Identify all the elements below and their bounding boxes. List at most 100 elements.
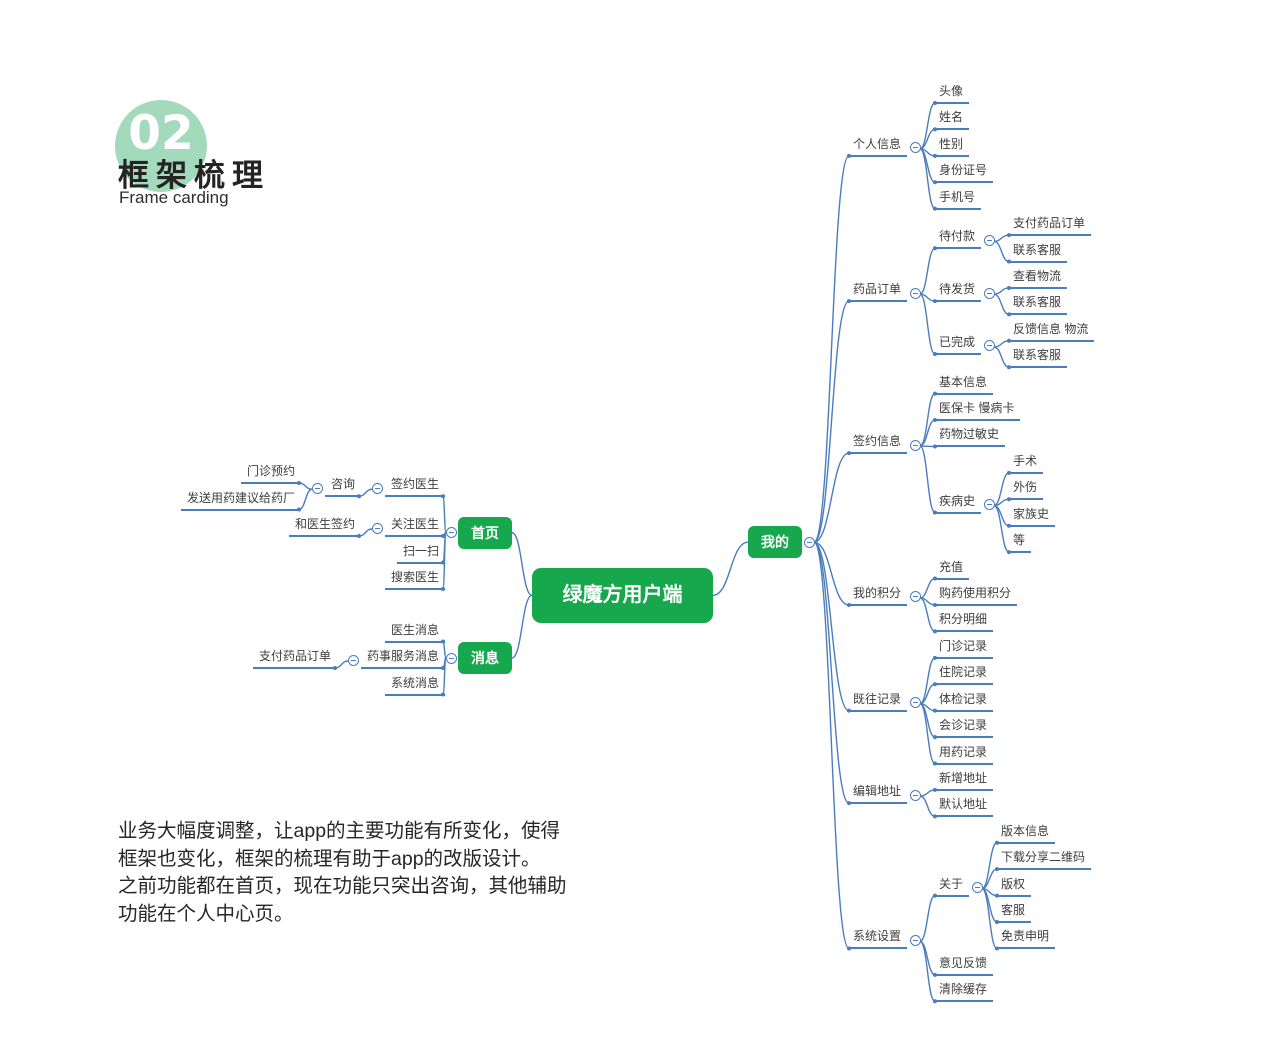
branch-curve [919, 894, 936, 943]
collapse-icon[interactable] [803, 536, 815, 548]
branch-topic[interactable]: 联系客服 [1007, 243, 1068, 263]
branch-topic[interactable]: 下载分享二维码 [995, 850, 1092, 871]
collapse-icon[interactable] [909, 934, 921, 946]
branch-topic[interactable]: 支付药品订单 [1007, 216, 1092, 237]
note-paragraph-2: 之前功能都在首页，现在功能只突出咨询，其他辅助功能在个人中心页。 [118, 875, 567, 925]
branch-topic[interactable]: 清除缓存 [933, 982, 994, 1003]
branch-topic[interactable]: 反馈信息 物流 [1007, 322, 1095, 342]
branch-topic[interactable]: 充值 [933, 560, 970, 580]
branch-topic[interactable]: 意见反馈 [933, 956, 994, 976]
branch-topic[interactable]: 版本信息 [995, 824, 1056, 844]
branch-topic[interactable]: 和医生签约 [289, 517, 362, 537]
branch-curve [813, 155, 850, 543]
root-topic[interactable]: 绿魔方用户端 [532, 567, 713, 623]
branch-topic[interactable]: 联系客服 [1007, 348, 1068, 369]
collapse-icon[interactable] [347, 654, 359, 666]
branch-topic[interactable]: 查看物流 [1007, 269, 1068, 289]
branch-topic[interactable]: 支付药品订单 [253, 649, 338, 669]
branch-topic[interactable]: 家族史 [1007, 507, 1056, 527]
collapse-icon[interactable] [909, 789, 921, 801]
branch-topic[interactable]: 药事服务消息 [361, 649, 446, 669]
note-text: 业务大幅度调整，让app的主要功能有所变化，使得框架也变化，框架的梳理有助于ap… [118, 818, 570, 928]
branch-topic[interactable]: 系统消息 [385, 676, 446, 696]
collapse-icon[interactable] [445, 652, 457, 664]
branch-curve [919, 148, 936, 210]
collapse-icon[interactable] [983, 287, 995, 299]
branch-topic[interactable]: 版权 [995, 877, 1032, 897]
branch-topic[interactable]: 会诊记录 [933, 718, 994, 739]
branch-topic[interactable]: 药品订单 [847, 282, 908, 303]
branch-curve [919, 702, 936, 765]
branch-topic[interactable]: 我的积分 [847, 586, 908, 606]
branch-topic[interactable]: 系统设置 [847, 929, 908, 950]
branch-topic[interactable]: 购药使用积分 [933, 586, 1018, 606]
branch-topic[interactable]: 个人信息 [847, 137, 908, 157]
collapse-icon[interactable] [311, 482, 323, 494]
branch-topic[interactable]: 头像 [933, 84, 970, 104]
collapse-icon[interactable] [445, 527, 457, 539]
primary-topic[interactable]: 首页 [458, 516, 512, 549]
branch-topic[interactable]: 门诊记录 [933, 639, 994, 659]
primary-topic[interactable]: 我的 [748, 526, 802, 559]
primary-topic[interactable]: 消息 [458, 642, 512, 674]
branch-topic[interactable]: 基本信息 [933, 375, 994, 395]
collapse-icon[interactable] [983, 234, 995, 246]
collapse-icon[interactable] [909, 697, 921, 709]
collapse-icon[interactable] [971, 882, 983, 894]
branch-topic[interactable]: 姓名 [933, 110, 970, 131]
collapse-icon[interactable] [983, 340, 995, 352]
collapse-icon[interactable] [909, 287, 921, 299]
branch-topic[interactable]: 性别 [933, 137, 970, 157]
branch-curve [919, 940, 936, 1002]
branch-curve [919, 247, 936, 295]
branch-topic[interactable]: 搜索医生 [385, 570, 446, 590]
branch-topic[interactable]: 住院记录 [933, 665, 994, 686]
branch-topic[interactable]: 签约医生 [385, 477, 446, 498]
collapse-icon[interactable] [371, 522, 383, 534]
branch-topic[interactable]: 积分明细 [933, 612, 994, 633]
branch-topic[interactable]: 新增地址 [933, 771, 994, 791]
branch-curve [981, 887, 998, 950]
page-subtitle: Frame carding [119, 188, 229, 207]
branch-topic[interactable]: 体检记录 [933, 692, 994, 712]
collapse-icon[interactable] [909, 591, 921, 603]
section-number-circle [115, 100, 207, 192]
branch-topic[interactable]: 联系客服 [1007, 295, 1068, 316]
collapse-icon[interactable] [909, 439, 921, 451]
branch-topic[interactable]: 医保卡 慢病卡 [933, 401, 1021, 422]
branch-topic[interactable]: 签约信息 [847, 434, 908, 455]
branch-topic[interactable]: 疾病史 [933, 494, 982, 514]
branch-topic[interactable]: 扫一扫 [397, 544, 446, 564]
branch-topic[interactable]: 手机号 [933, 190, 982, 210]
branch-curve [813, 541, 850, 804]
collapse-icon[interactable] [371, 482, 383, 494]
branch-topic[interactable]: 免责申明 [995, 929, 1056, 950]
branch-topic[interactable]: 等 [1007, 533, 1032, 554]
branch-topic[interactable]: 关注医生 [385, 517, 446, 537]
branch-curve [981, 842, 998, 890]
branch-curve [919, 102, 936, 150]
branch-topic[interactable]: 已完成 [933, 335, 982, 355]
branch-curve [813, 541, 850, 606]
branch-topic[interactable]: 客服 [995, 903, 1032, 924]
branch-topic[interactable]: 身份证号 [933, 163, 994, 184]
branch-topic[interactable]: 用药记录 [933, 745, 994, 765]
branch-topic[interactable]: 待付款 [933, 229, 982, 250]
branch-topic[interactable]: 默认地址 [933, 797, 994, 818]
branch-topic[interactable]: 待发货 [933, 282, 982, 303]
branch-curve [511, 594, 533, 659]
branch-topic[interactable]: 门诊预约 [241, 464, 302, 484]
branch-topic[interactable]: 关于 [933, 877, 970, 897]
branch-topic[interactable]: 药物过敏史 [933, 427, 1006, 448]
branch-topic[interactable]: 医生消息 [385, 623, 446, 643]
branch-curve [919, 293, 936, 355]
branch-topic[interactable]: 编辑地址 [847, 784, 908, 805]
branch-topic[interactable]: 发送用药建议给药厂 [181, 491, 302, 511]
branch-topic[interactable]: 手术 [1007, 454, 1044, 474]
collapse-icon[interactable] [983, 499, 995, 510]
collapse-icon[interactable] [909, 142, 921, 154]
branch-topic[interactable]: 既往记录 [847, 692, 908, 712]
branch-topic[interactable]: 外伤 [1007, 480, 1044, 501]
branch-topic[interactable]: 咨询 [325, 477, 362, 498]
